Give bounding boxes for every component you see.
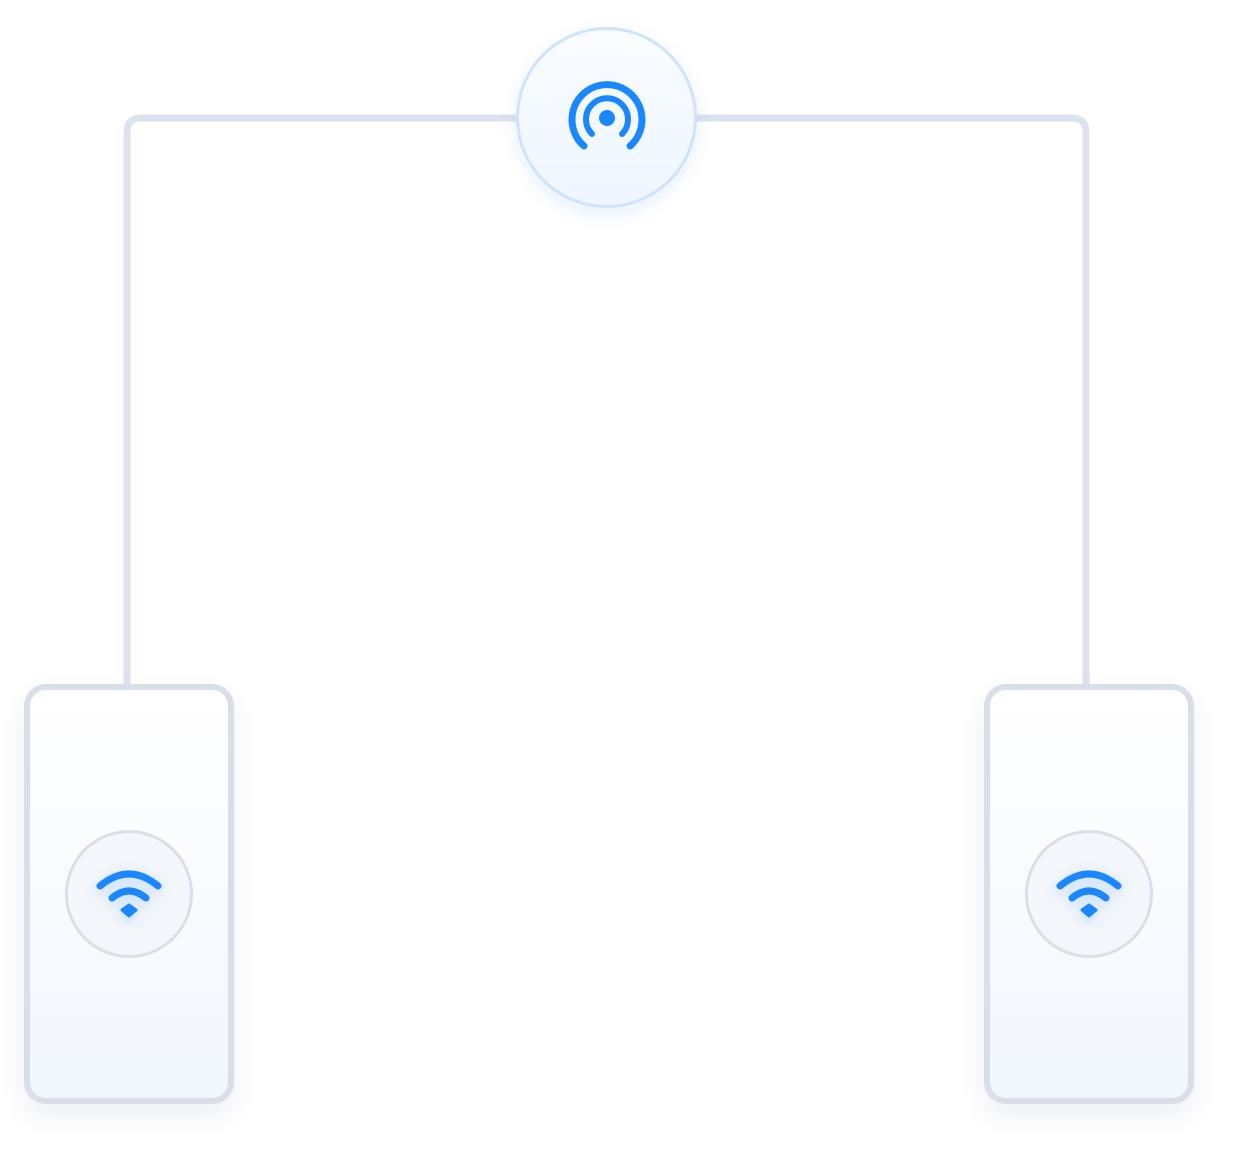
- hub-node: [516, 27, 697, 208]
- device-right: [984, 684, 1194, 1104]
- wifi-icon: [96, 870, 162, 918]
- broadcast-icon: [568, 80, 645, 149]
- device-left: [24, 684, 234, 1104]
- device-right-badge: [1025, 830, 1153, 958]
- wifi-icon: [1056, 870, 1122, 918]
- device-left-badge: [65, 830, 193, 958]
